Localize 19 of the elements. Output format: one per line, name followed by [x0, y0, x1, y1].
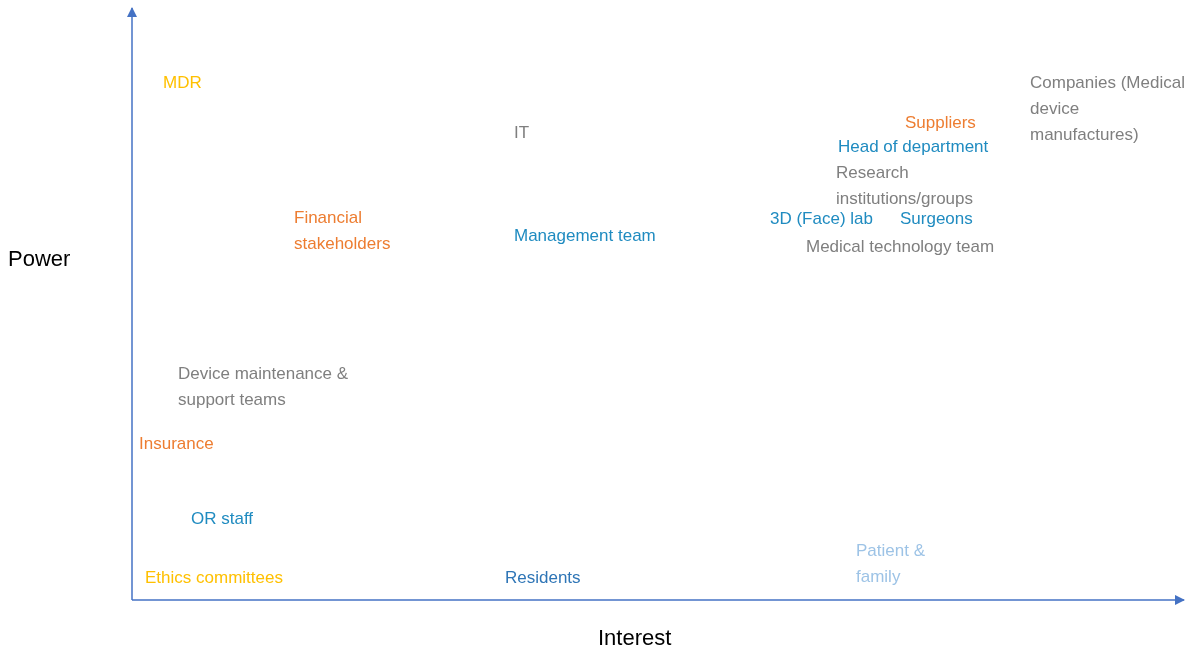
stakeholder-label: Device maintenance & support teams — [178, 363, 350, 411]
stakeholder-label: Research institutions/groups — [836, 162, 975, 210]
stakeholder-label: Patient & family — [856, 540, 926, 588]
stakeholder-label: IT — [514, 122, 530, 144]
stakeholder-label: Medical technology team — [806, 236, 995, 258]
stakeholder-label: Financial stakeholders — [294, 207, 392, 255]
stakeholder-label: Suppliers — [905, 112, 976, 134]
axis-title: Interest — [598, 624, 672, 652]
stakeholder-label: Residents — [505, 567, 581, 589]
stakeholder-label: Companies (Medical device manufactures) — [1030, 72, 1185, 146]
stakeholder-label: Surgeons — [900, 208, 973, 230]
stakeholder-label: 3D (Face) lab — [770, 208, 873, 230]
stakeholder-label: Head of department — [838, 136, 989, 158]
stakeholder-label: MDR — [163, 72, 202, 94]
stakeholder-label: OR staff — [191, 508, 254, 530]
axis-title: Power — [8, 245, 71, 273]
stakeholder-label: Ethics committees — [145, 567, 283, 589]
stakeholder-label: Management team — [514, 225, 656, 247]
stakeholder-label: Insurance — [139, 433, 214, 455]
